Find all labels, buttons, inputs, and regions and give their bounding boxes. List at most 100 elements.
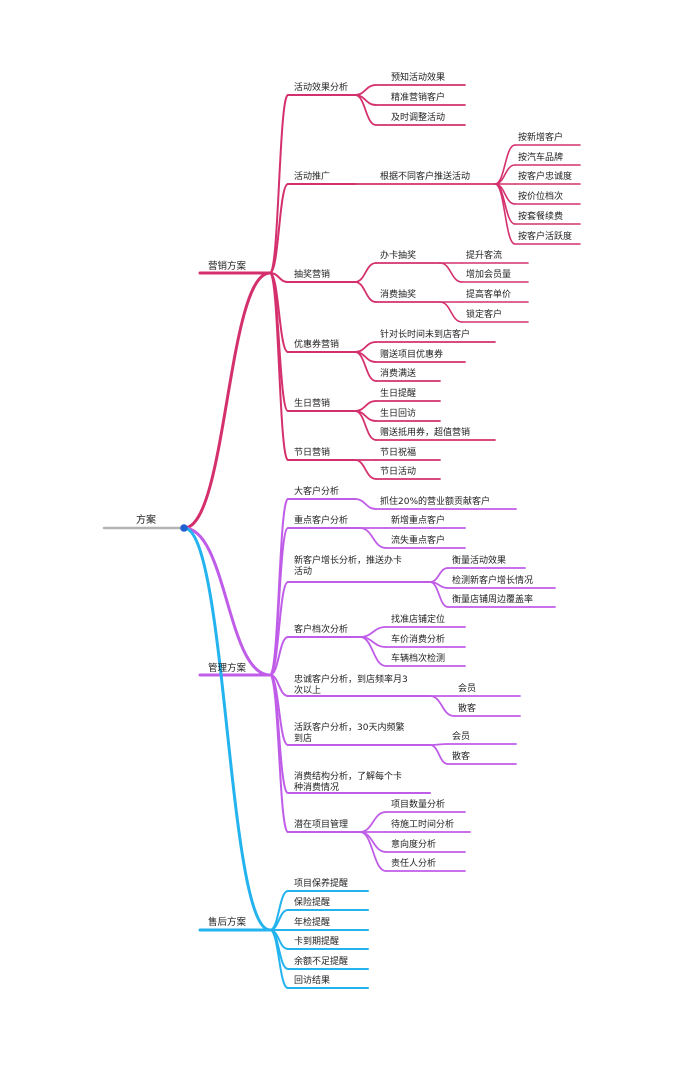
leaf: 生日回访 [380,409,417,419]
edge-l2 [354,400,377,412]
leaf: 节日活动 [380,467,417,477]
edge-l2 [359,811,387,833]
leaf: 回访结果 [294,976,331,986]
leaf: 锁定客户 [466,310,503,320]
leaf: 按新增客户 [518,133,564,143]
leaf: 会员 [458,684,477,694]
edge-l2 [429,695,455,717]
edge-l3 [494,164,516,185]
node-coupon: 优惠券营销 [294,340,340,350]
leaf: 提高客单价 [466,290,512,300]
leaf: 检测新客户增长情况 [452,576,534,586]
leaf: 及时调整活动 [391,113,446,123]
leaf: 提升客流 [466,251,503,261]
edge-management-l1 [269,674,289,794]
edge-l2 [429,581,449,608]
node-key-customer: 重点客户分析 [294,516,349,526]
leaf: 衡量店铺周边覆盖率 [452,595,534,605]
edge-l3 [439,301,463,323]
leaf: 会员 [452,732,471,742]
node-loyal-customer: 忠诚客户分析，到店频率月3 次以上 [294,675,408,696]
leaf: 保险提醒 [294,898,331,908]
leaf: 精准营销客户 [391,93,446,103]
leaf: 散客 [458,704,477,714]
leaf: 责任人分析 [391,859,437,869]
leaf: 预知活动效果 [391,73,446,83]
edge-l2 [354,410,377,441]
leaf: 待施工时间分析 [391,820,455,830]
edge-marketing-l1 [269,272,289,461]
leaf: 生日提醒 [380,389,417,399]
leaf: 新增重点客户 [391,516,446,526]
edge-l2 [429,567,449,583]
node-customer-grade: 客户档次分析 [294,625,349,635]
node-big-customer: 大客户分析 [294,487,340,497]
leaf: 流失重点客户 [391,536,446,546]
edge-root-management [182,526,272,677]
leaf: 按客户活跃度 [518,232,573,242]
edge-management-l1 [269,581,289,676]
leaf: 增加会员量 [466,270,512,280]
node-festival: 节日营销 [294,448,331,458]
edge-l2 [359,626,387,638]
branch-marketing: 营销方案 [208,261,247,272]
leaf: 赠送项目优惠券 [380,350,444,360]
edge-management-l1 [269,636,289,676]
leaf: 卡到期提醒 [294,937,340,947]
edge-marketing-l1 [269,183,289,274]
leaf: 车价消费分析 [391,635,446,645]
edge-marketing-l1 [269,94,289,274]
leaf: 项目数量分析 [391,800,446,810]
leaf: 年检提醒 [294,918,331,928]
edge-l2 [429,744,449,765]
edge-l2 [354,459,377,480]
leaf: 按套餐续费 [518,212,564,222]
node-card-lottery: 办卡抽奖 [380,251,417,261]
leaf: 意向度分析 [391,840,437,850]
leaf: 项目保养提醒 [294,879,349,889]
edge-management-l1 [269,674,289,833]
edge-root-marketing [182,271,272,530]
edge-l3 [494,144,516,185]
leaf: 赠送抵用券，超值营销 [380,428,471,438]
leaf: 节日祝福 [380,448,417,458]
leaf: 散客 [452,752,471,762]
node-active-customer: 活跃客户分析，30天内频繁 到店 [294,723,405,744]
node-activity-promo: 活动推广 [294,172,331,182]
edge-aftersales-l1 [269,929,289,989]
node-push-by-customer: 根据不同客户推送活动 [380,172,471,182]
leaf: 按价位档次 [518,192,564,202]
edge-l2 [354,262,377,283]
leaf: 车辆档次检测 [391,654,446,664]
edge-marketing-l1 [269,272,289,412]
edge-l2 [354,498,377,510]
node-consumption-structure: 消费结构分析，了解每个卡 种消费情况 [294,772,403,793]
leaf: 抓住20%的营业额贡献客户 [380,497,491,507]
edge-l2 [354,94,377,126]
node-lottery: 抽奖营销 [294,270,331,280]
leaf: 针对长时间未到店客户 [380,330,471,340]
leaf: 找准店铺定位 [391,615,446,625]
edge-l2 [354,351,377,382]
leaf: 按客户忠诚度 [518,172,573,182]
edge-l2 [354,341,377,353]
node-new-customer: 新客户增长分析，推送办卡 活动 [294,556,403,577]
edge-root-aftersales [182,526,272,932]
branch-management: 管理方案 [208,663,247,674]
edge-l2 [359,636,387,667]
edge-l2 [354,281,377,303]
node-spend-lottery: 消费抽奖 [380,290,417,300]
edge-l2 [359,831,387,872]
leaf: 消费满送 [380,369,417,379]
leaf: 按汽车品牌 [518,153,564,163]
edge-l2 [354,84,377,96]
edge-l2 [359,527,387,549]
leaf: 衡量活动效果 [452,556,507,566]
branch-aftersales: 售后方案 [208,917,247,928]
edge-l3 [494,183,516,245]
node-potential-projects: 潜在项目管理 [294,820,349,830]
node-birthday: 生日营销 [294,399,331,409]
edge-l3 [439,262,463,283]
